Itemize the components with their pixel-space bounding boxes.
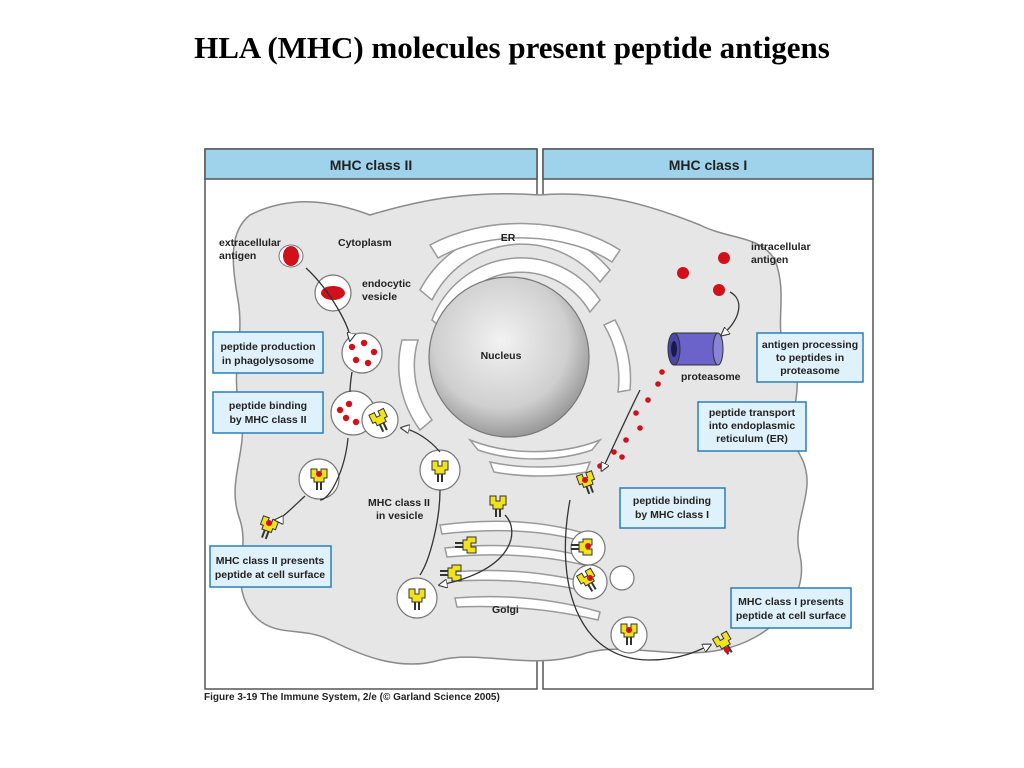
mhc-class-i-molecules xyxy=(570,470,738,658)
antigen-blob-icon xyxy=(283,246,299,266)
box-peptide-binding-i-line-1: peptide binding xyxy=(633,495,711,507)
mhc-class-ii-in-vesicle-label-2: in vesicle xyxy=(376,510,423,522)
endocytic-vesicle-label-2: vesicle xyxy=(362,291,397,303)
mhc-class-ii-molecules xyxy=(255,407,507,611)
golgi-label: Golgi xyxy=(492,604,519,616)
phagolysosome-vesicle xyxy=(341,332,383,374)
peptide-dots xyxy=(336,339,378,426)
proteasome-label: proteasome xyxy=(681,371,741,383)
box-peptide-binding-i-line-2: by MHC class I xyxy=(635,509,709,521)
empty-vesicle xyxy=(609,565,635,591)
pathway-arrows xyxy=(276,267,740,661)
panel-header-class-i: MHC class I xyxy=(669,157,748,173)
endocytic-vesicle-label-1: endocytic xyxy=(362,278,411,290)
box-mhc-i-presents-line-2: peptide at cell surface xyxy=(736,610,846,622)
box-peptide-production-line-1: peptide production xyxy=(220,341,315,353)
proteasome-icon xyxy=(667,332,724,366)
figure-caption: Figure 3-19 The Immune System, 2/e (© Ga… xyxy=(204,692,500,703)
box-antigen-processing-line-3: proteasome xyxy=(780,365,840,377)
nucleus xyxy=(428,276,590,438)
box-mhc-ii-presents-line-1: MHC class II presents xyxy=(216,555,325,567)
box-mhc-i-presents-line-1: MHC class I presents xyxy=(738,596,844,608)
box-peptide-transport-line-1: peptide transport xyxy=(709,407,796,419)
box-peptide-binding-ii-line-2: by MHC class II xyxy=(229,414,306,426)
panel-header-class-ii: MHC class II xyxy=(330,157,412,173)
vesicles xyxy=(298,274,648,654)
box-peptide-transport-line-3: reticulum (ER) xyxy=(716,433,788,445)
header-mhc-class-ii xyxy=(204,148,538,180)
box-mhc-ii-presents-line-2: peptide at cell surface xyxy=(215,569,325,581)
box-peptide-transport-line-2: into endoplasmic xyxy=(709,420,796,432)
endocytosed-antigen-icon xyxy=(321,286,345,300)
header-mhc-class-i xyxy=(542,148,874,180)
box-peptide-binding-ii-line-1: peptide binding xyxy=(229,400,307,412)
slide-title: HLA (MHC) molecules present peptide anti… xyxy=(194,30,830,65)
intracellular-antigen-label-1: intracellular xyxy=(751,241,811,253)
er-label: ER xyxy=(501,232,516,244)
golgi-apparatus xyxy=(439,520,601,621)
box-antigen-processing-line-2: to peptides in xyxy=(776,352,844,364)
transported-peptides xyxy=(597,369,665,469)
box-antigen-processing-line-1: antigen processing xyxy=(762,339,858,351)
intracellular-antigen-icons xyxy=(677,252,730,296)
step-boxes: peptide production in phagolysosome pept… xyxy=(209,331,864,629)
intracellular-antigen-label-2: antigen xyxy=(751,254,788,266)
extracellular-antigen-label-1: extracellular xyxy=(219,237,281,249)
extracellular-antigen-label-2: antigen xyxy=(219,250,256,262)
nucleus-label: Nucleus xyxy=(481,350,522,362)
cytoplasm-label: Cytoplasm xyxy=(338,237,392,249)
er-membranes xyxy=(398,222,632,477)
mhc-class-ii-in-vesicle-label-1: MHC class II xyxy=(368,497,430,509)
box-peptide-production-line-2: in phagolysosome xyxy=(222,355,314,367)
